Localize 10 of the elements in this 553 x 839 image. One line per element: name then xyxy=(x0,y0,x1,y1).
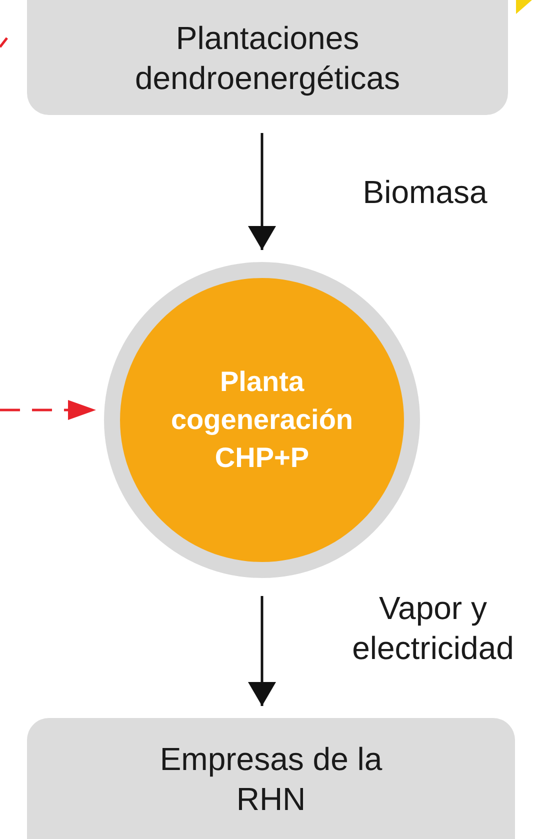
process-box xyxy=(27,0,508,115)
node-label: Empresas de la RHN xyxy=(158,740,384,819)
node-label: Plantaciones dendroenergéticas xyxy=(134,18,402,98)
arrow xyxy=(250,133,274,250)
arrow xyxy=(250,596,274,706)
edge-label: Biomasa xyxy=(362,173,488,212)
process-box xyxy=(27,718,515,839)
arrow xyxy=(0,400,96,420)
node-label: Planta cogeneración CHP+P xyxy=(170,365,354,475)
edge-label: Vapor y electricidad xyxy=(351,589,515,668)
